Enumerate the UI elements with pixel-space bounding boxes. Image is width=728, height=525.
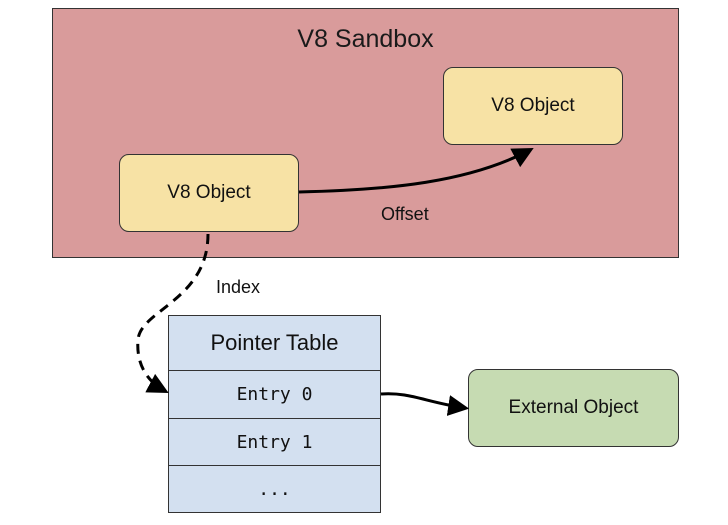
external-object: External Object	[468, 369, 679, 447]
pointer-table-entry-1: Entry 1	[169, 419, 380, 466]
v8-object-target-label: V8 Object	[491, 95, 575, 116]
pointer-table: Pointer Table Entry 0 Entry 1 ...	[168, 315, 381, 513]
v8-object-source: V8 Object	[119, 154, 299, 232]
offset-edge-label: Offset	[381, 204, 429, 224]
external-object-label: External Object	[508, 397, 639, 418]
index-edge-label: Index	[216, 277, 261, 297]
pointer-table-header: Pointer Table	[169, 316, 380, 371]
pointer-table-entry-0: Entry 0	[169, 371, 380, 419]
sandbox-title: V8 Sandbox	[297, 25, 434, 53]
v8-object-source-label: V8 Object	[167, 182, 251, 203]
entry-to-external-arrow	[380, 392, 470, 416]
v8-object-target: V8 Object	[443, 67, 623, 145]
pointer-table-ellipsis: ...	[258, 479, 291, 500]
